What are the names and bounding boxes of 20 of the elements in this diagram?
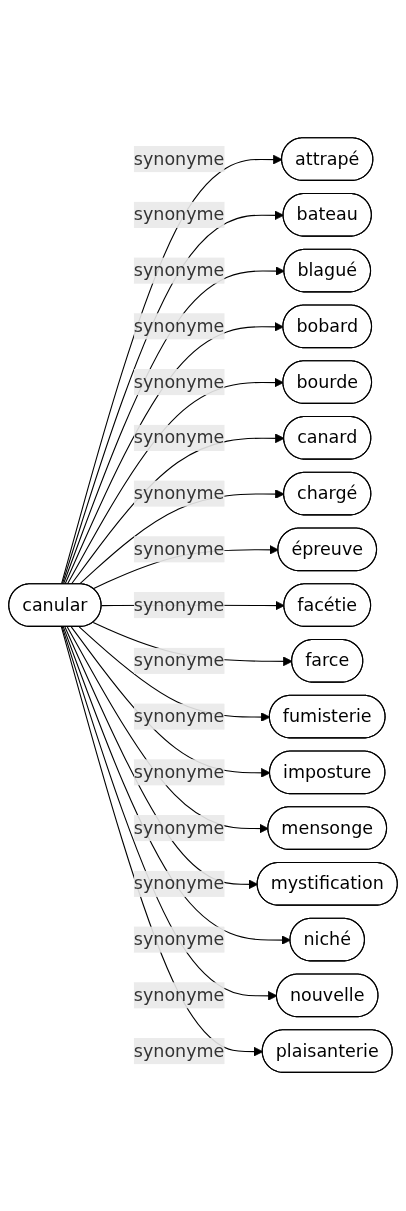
edge-label: synonyme [133,594,225,616]
edge-label: synonyme [133,984,225,1006]
edge-label: synonyme [133,706,225,727]
edge-label: synonyme [133,538,225,560]
arrow [64,322,284,586]
arrow [66,626,269,834]
edge-label: synonyme [133,427,225,449]
edge-label: synonyme [133,929,225,950]
edge-label: synonyme [133,483,225,504]
edge-label: synonyme [133,204,225,226]
edge-label: synonyme [133,371,225,393]
edge-label: synonyme [133,761,225,783]
edge-label: synonyme [133,148,225,170]
edge-label: synonyme [133,315,225,337]
arrow [66,378,284,586]
edge-label: synonyme [133,650,225,672]
edge-label: synonyme [133,873,225,895]
edge-label: synonyme [133,1040,225,1062]
edge-label: synonyme [133,817,225,839]
edge-label: synonyme [133,260,225,281]
